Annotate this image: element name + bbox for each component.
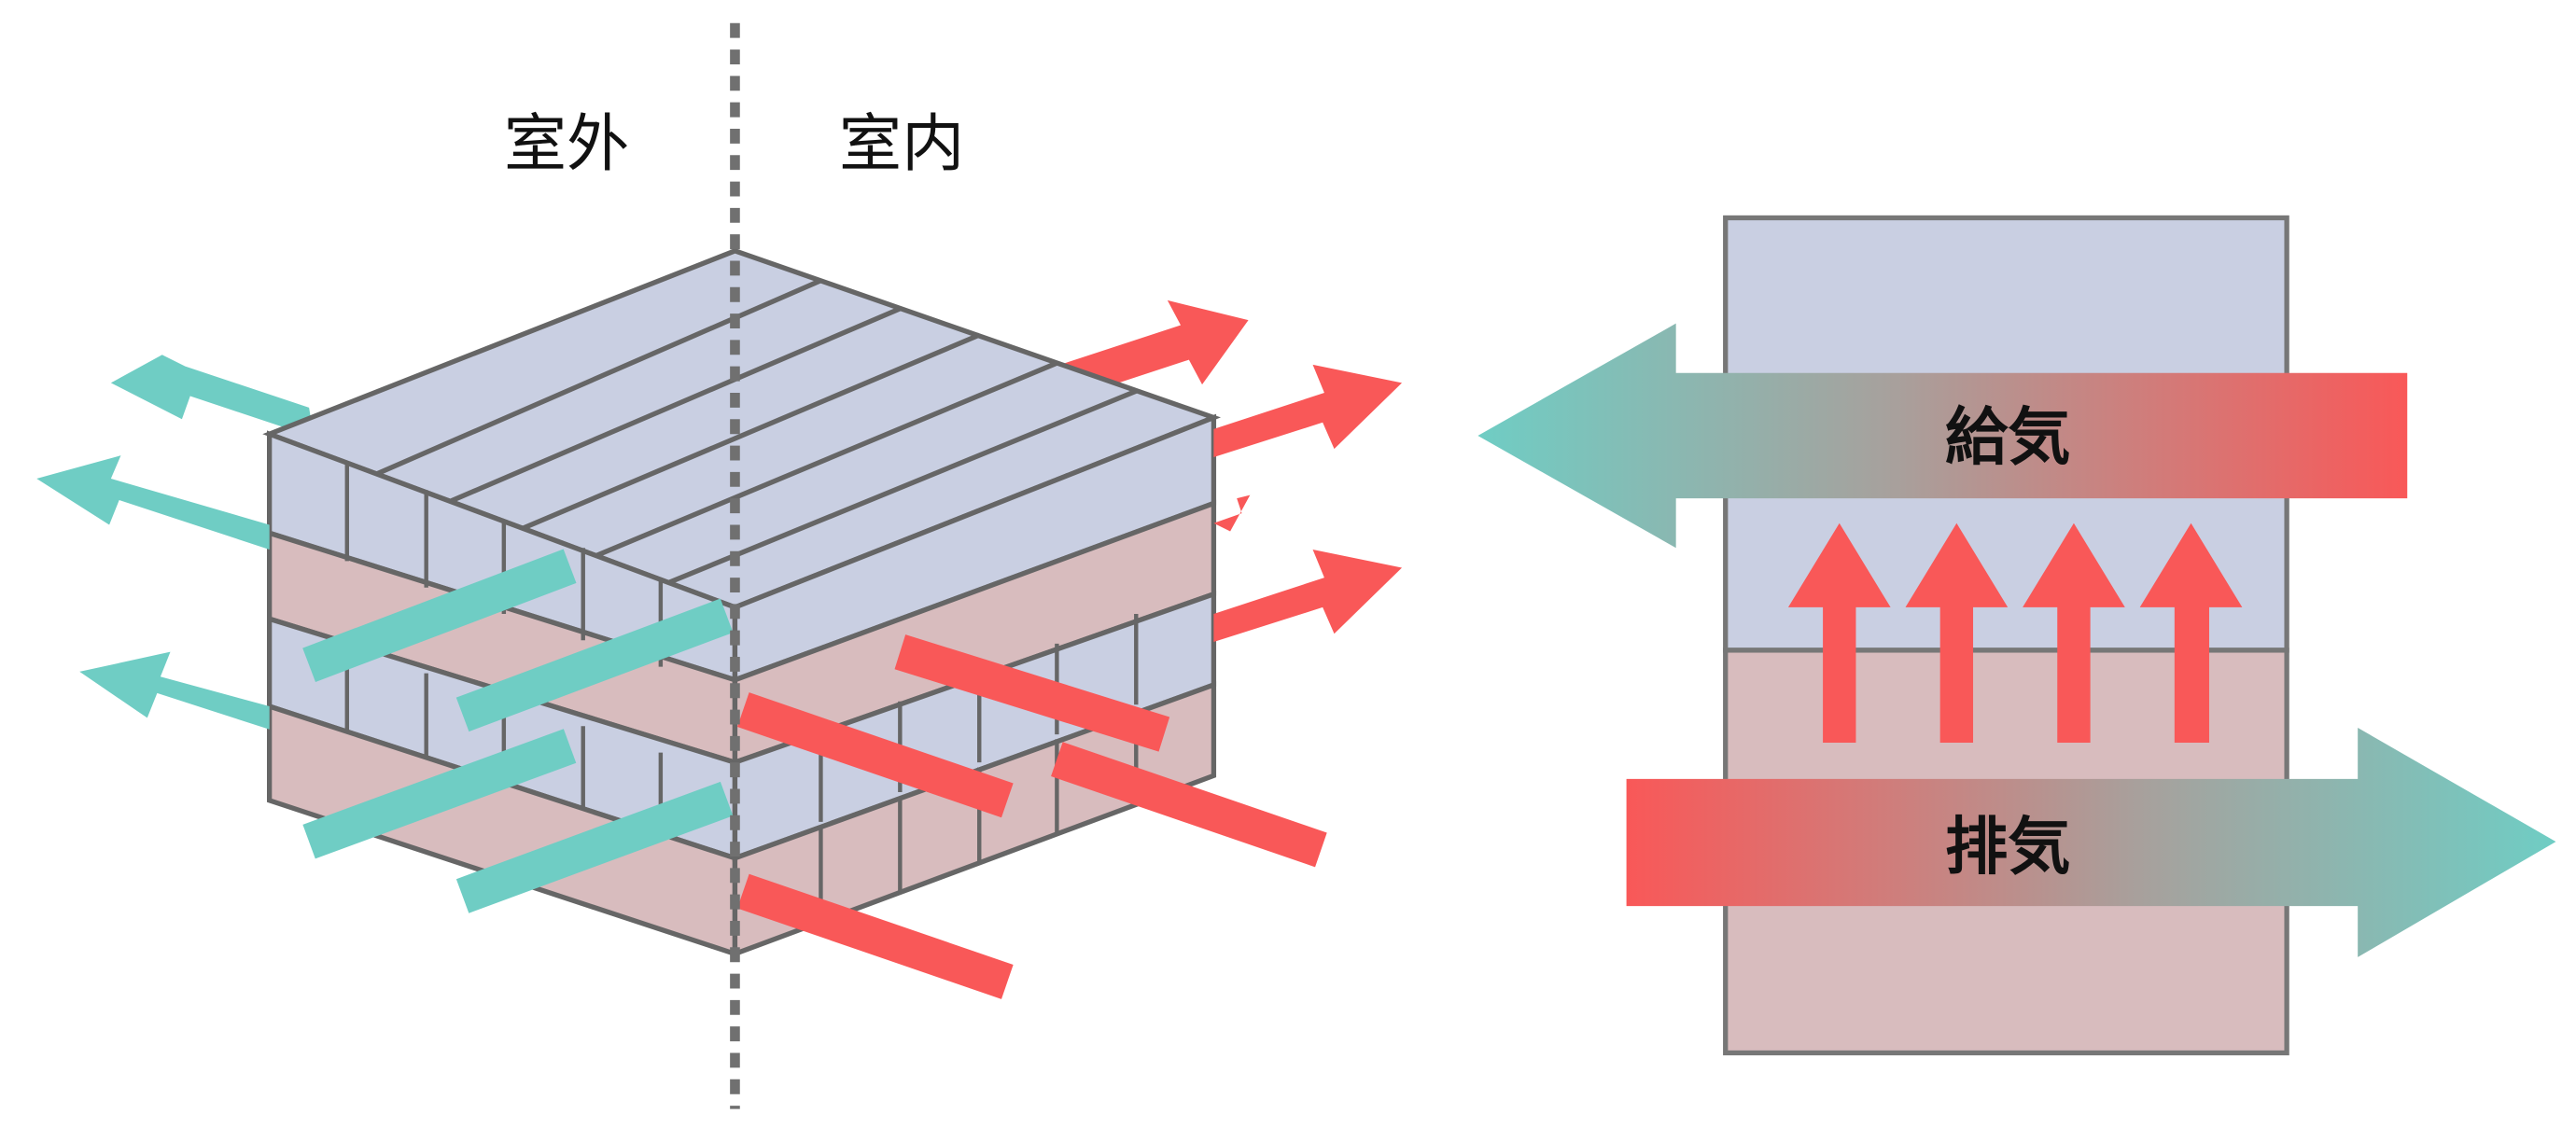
- exchanger-core: [36, 22, 1403, 1109]
- exhaust-air-arrow: [1626, 728, 2556, 957]
- cross-section: 給気 排気: [1477, 215, 2556, 1056]
- exhaust-flow-bars: [736, 634, 1327, 999]
- supply-out-arrows: [36, 455, 270, 730]
- supply-air-arrow: [1477, 323, 2408, 549]
- heat-transfer-arrow: [2139, 522, 2243, 743]
- supply-out-arrow: [79, 651, 270, 730]
- supply-out-arrow: [110, 355, 315, 438]
- exhaust-out-arrow: [1213, 364, 1403, 457]
- heat-transfer-arrow: [1787, 522, 1891, 743]
- exhaust-out-arrow: [1213, 494, 1251, 532]
- heat-transfer-arrows: [1787, 522, 2243, 743]
- supply-air-label: 給気: [1945, 401, 2070, 474]
- top-face-ribs: [345, 278, 1138, 589]
- outdoor-label: 室外: [504, 107, 629, 180]
- exhaust-out-arrow: [1065, 299, 1249, 398]
- core-right-face: [732, 413, 1217, 958]
- heat-transfer-arrow: [2023, 522, 2125, 743]
- supply-flow-bars: [302, 549, 734, 913]
- exhaust-air-label: 排気: [1945, 810, 2070, 883]
- exhaust-out-arrow: [1213, 550, 1403, 643]
- indoor-label: 室内: [839, 107, 964, 180]
- supply-out-arrow: [36, 455, 270, 550]
- exhaust-out-arrows: [1213, 364, 1403, 643]
- heat-transfer-arrow: [1905, 522, 2009, 743]
